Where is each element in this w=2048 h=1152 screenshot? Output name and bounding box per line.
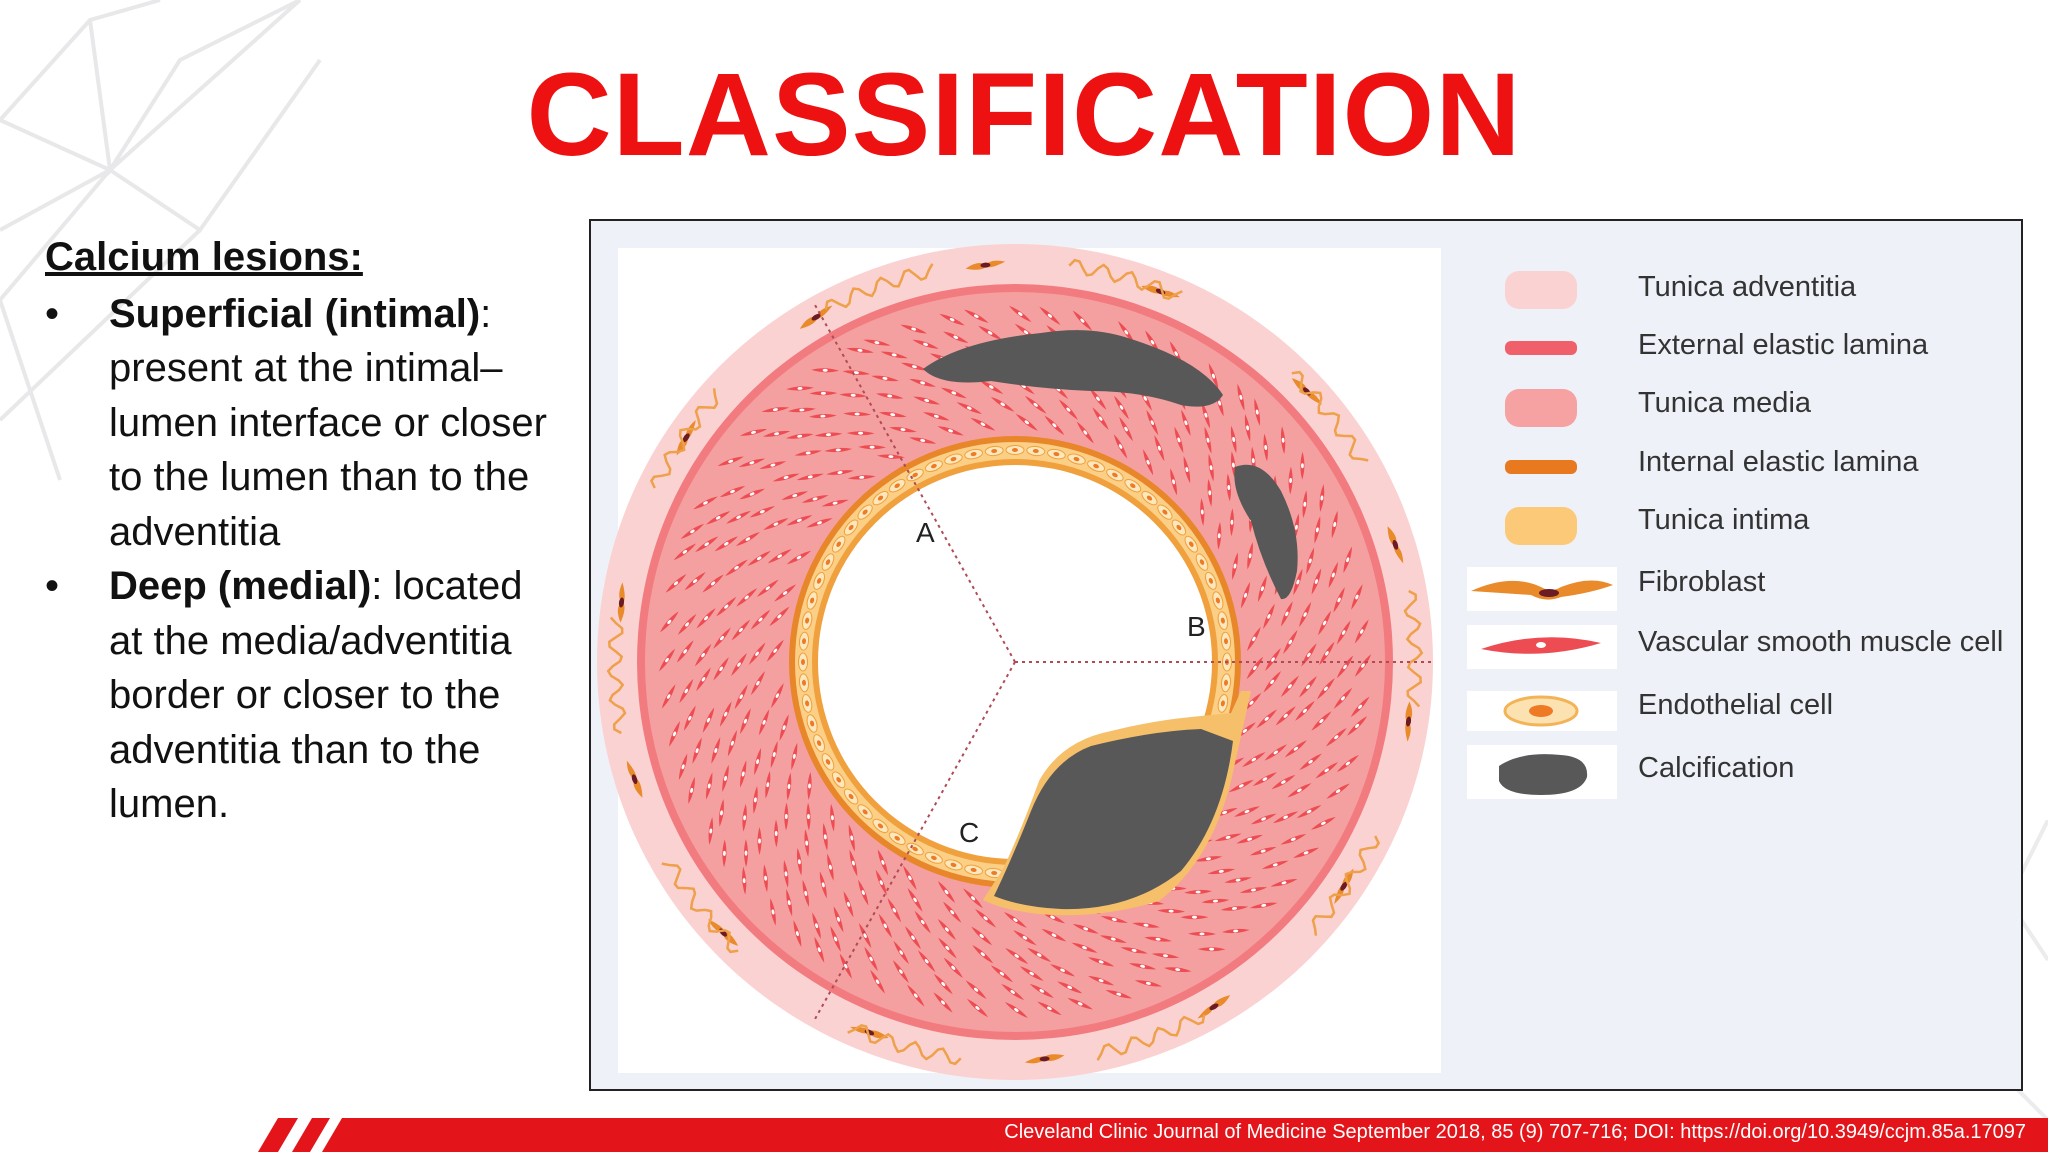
tunica-adventitia-swatch [1505,271,1577,309]
artery-cross-section-figure: A B C Tunica adventitia External elastic… [589,219,2023,1091]
fibroblast-icon [1471,580,1613,600]
artery-cross-section-diagram: A B C [597,244,1617,1080]
endothelial-nucleus [1529,705,1553,717]
sector-label-c: C [959,817,979,848]
sector-a-calcification [923,330,1223,407]
internal-elastic-lamina-swatch [1505,460,1577,474]
lesion-description: Calcium lesions: • Superficial (intimal)… [45,230,565,832]
sector-label-b: B [1187,611,1206,642]
legend-label-smooth-muscle-cell: Vascular smooth muscle cell [1638,626,2004,658]
legend-label-fibroblast: Fibroblast [1638,566,1766,598]
list-item-superficial: • Superficial (intimal): present at the … [45,287,565,560]
superficial-separator: : [480,291,492,336]
lesion-list: • Superficial (intimal): present at the … [45,287,565,832]
sector-c-calcification [994,729,1233,910]
slide-title: CLASSIFICATION [526,49,1522,181]
superficial-description: present at the intimal–lumen interface o… [109,346,547,554]
background-network-decoration [0,0,322,481]
sector-dividers [814,304,1433,1020]
fibroblasts [617,260,1413,1064]
fibroblast-nucleus [1539,589,1559,597]
legend-label-internal-elastic-lamina: Internal elastic lamina [1638,446,1919,478]
legend-label-endothelial-cell: Endothelial cell [1638,689,1834,721]
legend-label-tunica-adventitia: Tunica adventitia [1638,271,1857,303]
deep-description: located at the media/adventitia border o… [109,564,523,826]
calcium-lesions-heading: Calcium lesions: [45,235,363,279]
smc-nucleus [1536,642,1546,648]
deep-term: Deep (medial) [109,564,372,608]
sector-b-calcification [1234,464,1298,600]
legend-label-tunica-media: Tunica media [1638,387,1812,419]
footer-bar [258,1118,2048,1152]
tunica-media-swatch [1505,389,1577,427]
calcification-icon [1499,754,1588,795]
legend-label-calcification: Calcification [1638,752,1795,784]
legend-swatches [1467,271,1617,799]
elastin-fibers [606,258,1424,1066]
external-elastic-lamina-swatch [1505,341,1577,355]
tunica-intima-swatch [1505,507,1577,545]
deep-separator: : [371,564,383,608]
list-item-deep: • Deep (medial): located at the media/ad… [45,559,565,832]
bullet: • [45,291,60,336]
bullet: • [45,564,60,608]
legend-label-external-elastic-lamina: External elastic lamina [1638,329,1929,361]
legend-label-tunica-intima: Tunica intima [1638,504,1810,536]
superficial-term: Superficial (intimal) [109,291,481,336]
sector-label-a: A [916,517,935,548]
footer-citation: Cleveland Clinic Journal of Medicine Sep… [1004,1121,2026,1143]
